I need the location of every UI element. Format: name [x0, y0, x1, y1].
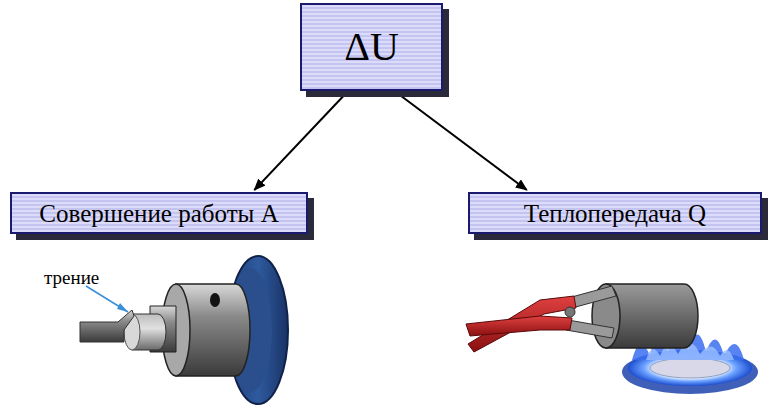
heating-scene — [466, 284, 758, 394]
method-box: Теплопередача Q — [468, 192, 762, 234]
callout-label: трение — [44, 268, 99, 287]
arrow-connector — [254, 92, 347, 190]
box-text: Теплопередача Q — [524, 201, 706, 226]
arrow-connector — [396, 92, 527, 190]
method-box: Совершение работы А — [10, 192, 308, 234]
quantity-box: ΔU — [300, 3, 443, 91]
box-text: ΔU — [344, 27, 399, 67]
lathe — [80, 256, 288, 404]
box-text: Совершение работы А — [39, 201, 278, 226]
leader-line — [86, 286, 128, 312]
